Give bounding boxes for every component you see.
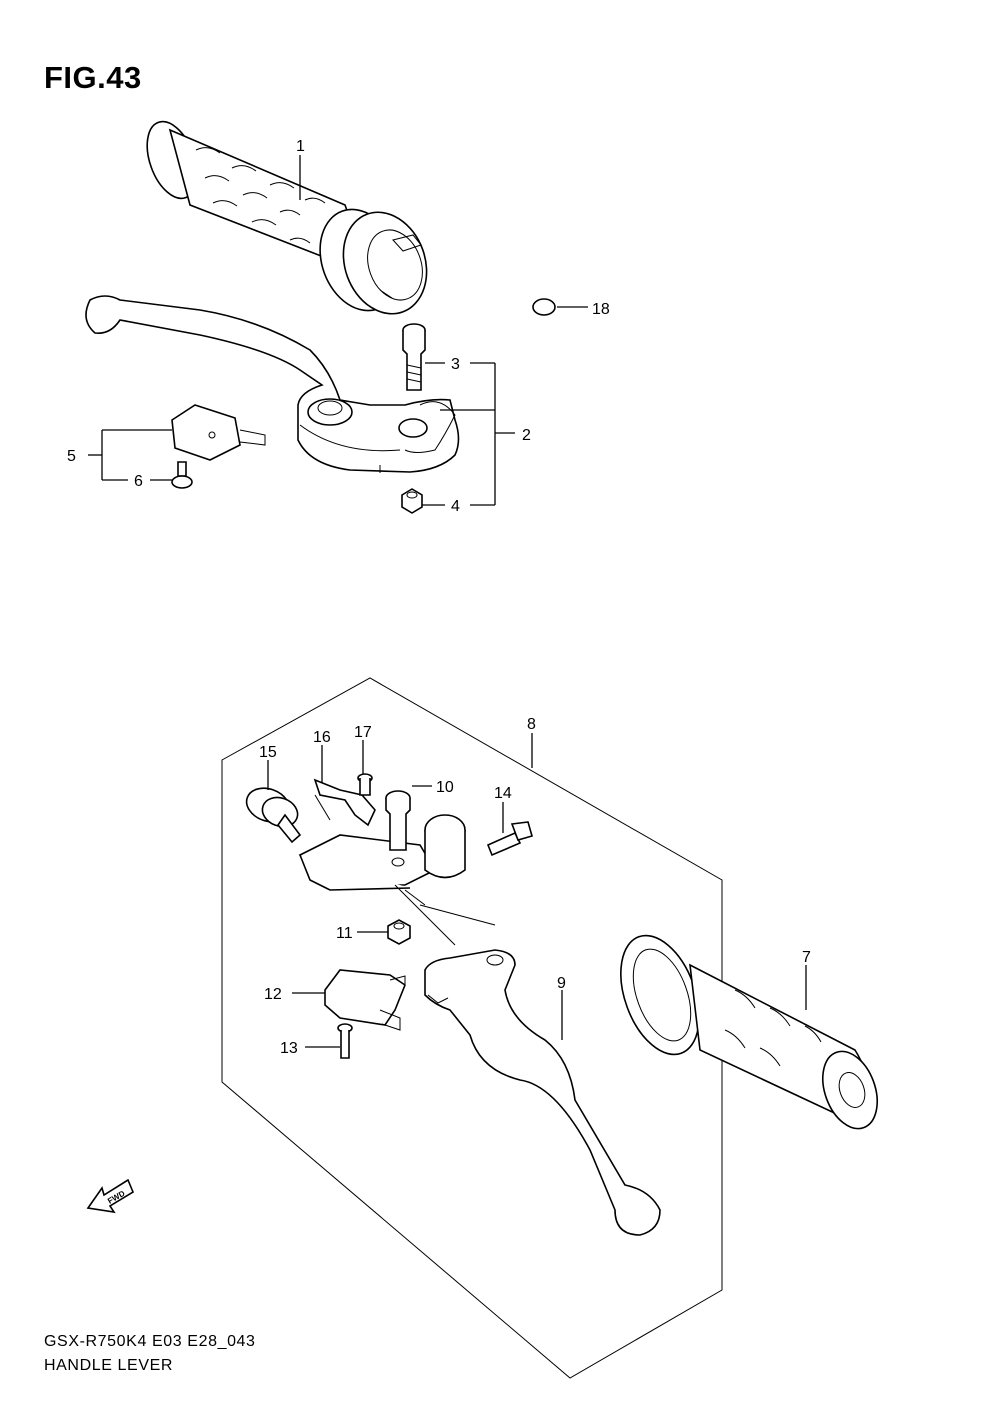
part-18-cap [532, 298, 556, 316]
callout-8: 8 [527, 716, 536, 733]
callout-4: 4 [451, 498, 460, 515]
part-10-bolt [385, 790, 411, 851]
part-14-bolt [486, 821, 533, 857]
callout-10: 10 [436, 779, 454, 796]
callout-1: 1 [296, 138, 305, 155]
part-11-nut [387, 919, 411, 945]
callout-15: 15 [259, 744, 277, 761]
part-15-adjuster [245, 787, 302, 844]
part-16-clip [313, 778, 376, 827]
part-8-assembly-outline [221, 677, 723, 1379]
callout-16: 16 [313, 729, 331, 746]
figure-title: FIG.43 [44, 60, 142, 95]
part-5-switch-front-brake [171, 404, 266, 461]
callout-6: 6 [134, 473, 143, 490]
part-17-screw [357, 773, 373, 796]
lower-leader-lines [267, 733, 807, 1048]
part-6-screw [171, 461, 193, 489]
callout-17: 17 [354, 724, 372, 741]
upper-leader-lines [88, 155, 588, 506]
callout-3: 3 [451, 356, 460, 373]
callout-18: 18 [592, 301, 610, 318]
callout-12: 12 [264, 986, 282, 1003]
part-12-switch-clutch [324, 969, 406, 1031]
part-2-lever-front-brake [85, 295, 460, 473]
callout-13: 13 [280, 1040, 298, 1057]
callout-5: 5 [67, 448, 76, 465]
part-1-grip-right [146, 120, 428, 315]
footer: GSX-R750K4 E03 E28_043 HANDLE LEVER [44, 1330, 256, 1378]
part-bracket-clutch-perch [298, 814, 496, 946]
callout-7: 7 [802, 949, 811, 966]
part-7-grip-left [620, 934, 878, 1130]
part-4-nut [401, 488, 423, 514]
part-9-lever-clutch [424, 949, 661, 1236]
part-13-screw [337, 1023, 353, 1059]
part-3-bolt-pivot [402, 323, 426, 391]
model-code: GSX-R750K4 E03 E28_043 [44, 1333, 256, 1350]
fwd-arrow-icon: FWD [86, 1178, 135, 1214]
callout-2: 2 [522, 427, 531, 444]
diagram-caption: HANDLE LEVER [44, 1357, 174, 1374]
callout-9: 9 [557, 975, 566, 992]
callout-11: 11 [336, 925, 353, 942]
callout-14: 14 [494, 785, 512, 802]
